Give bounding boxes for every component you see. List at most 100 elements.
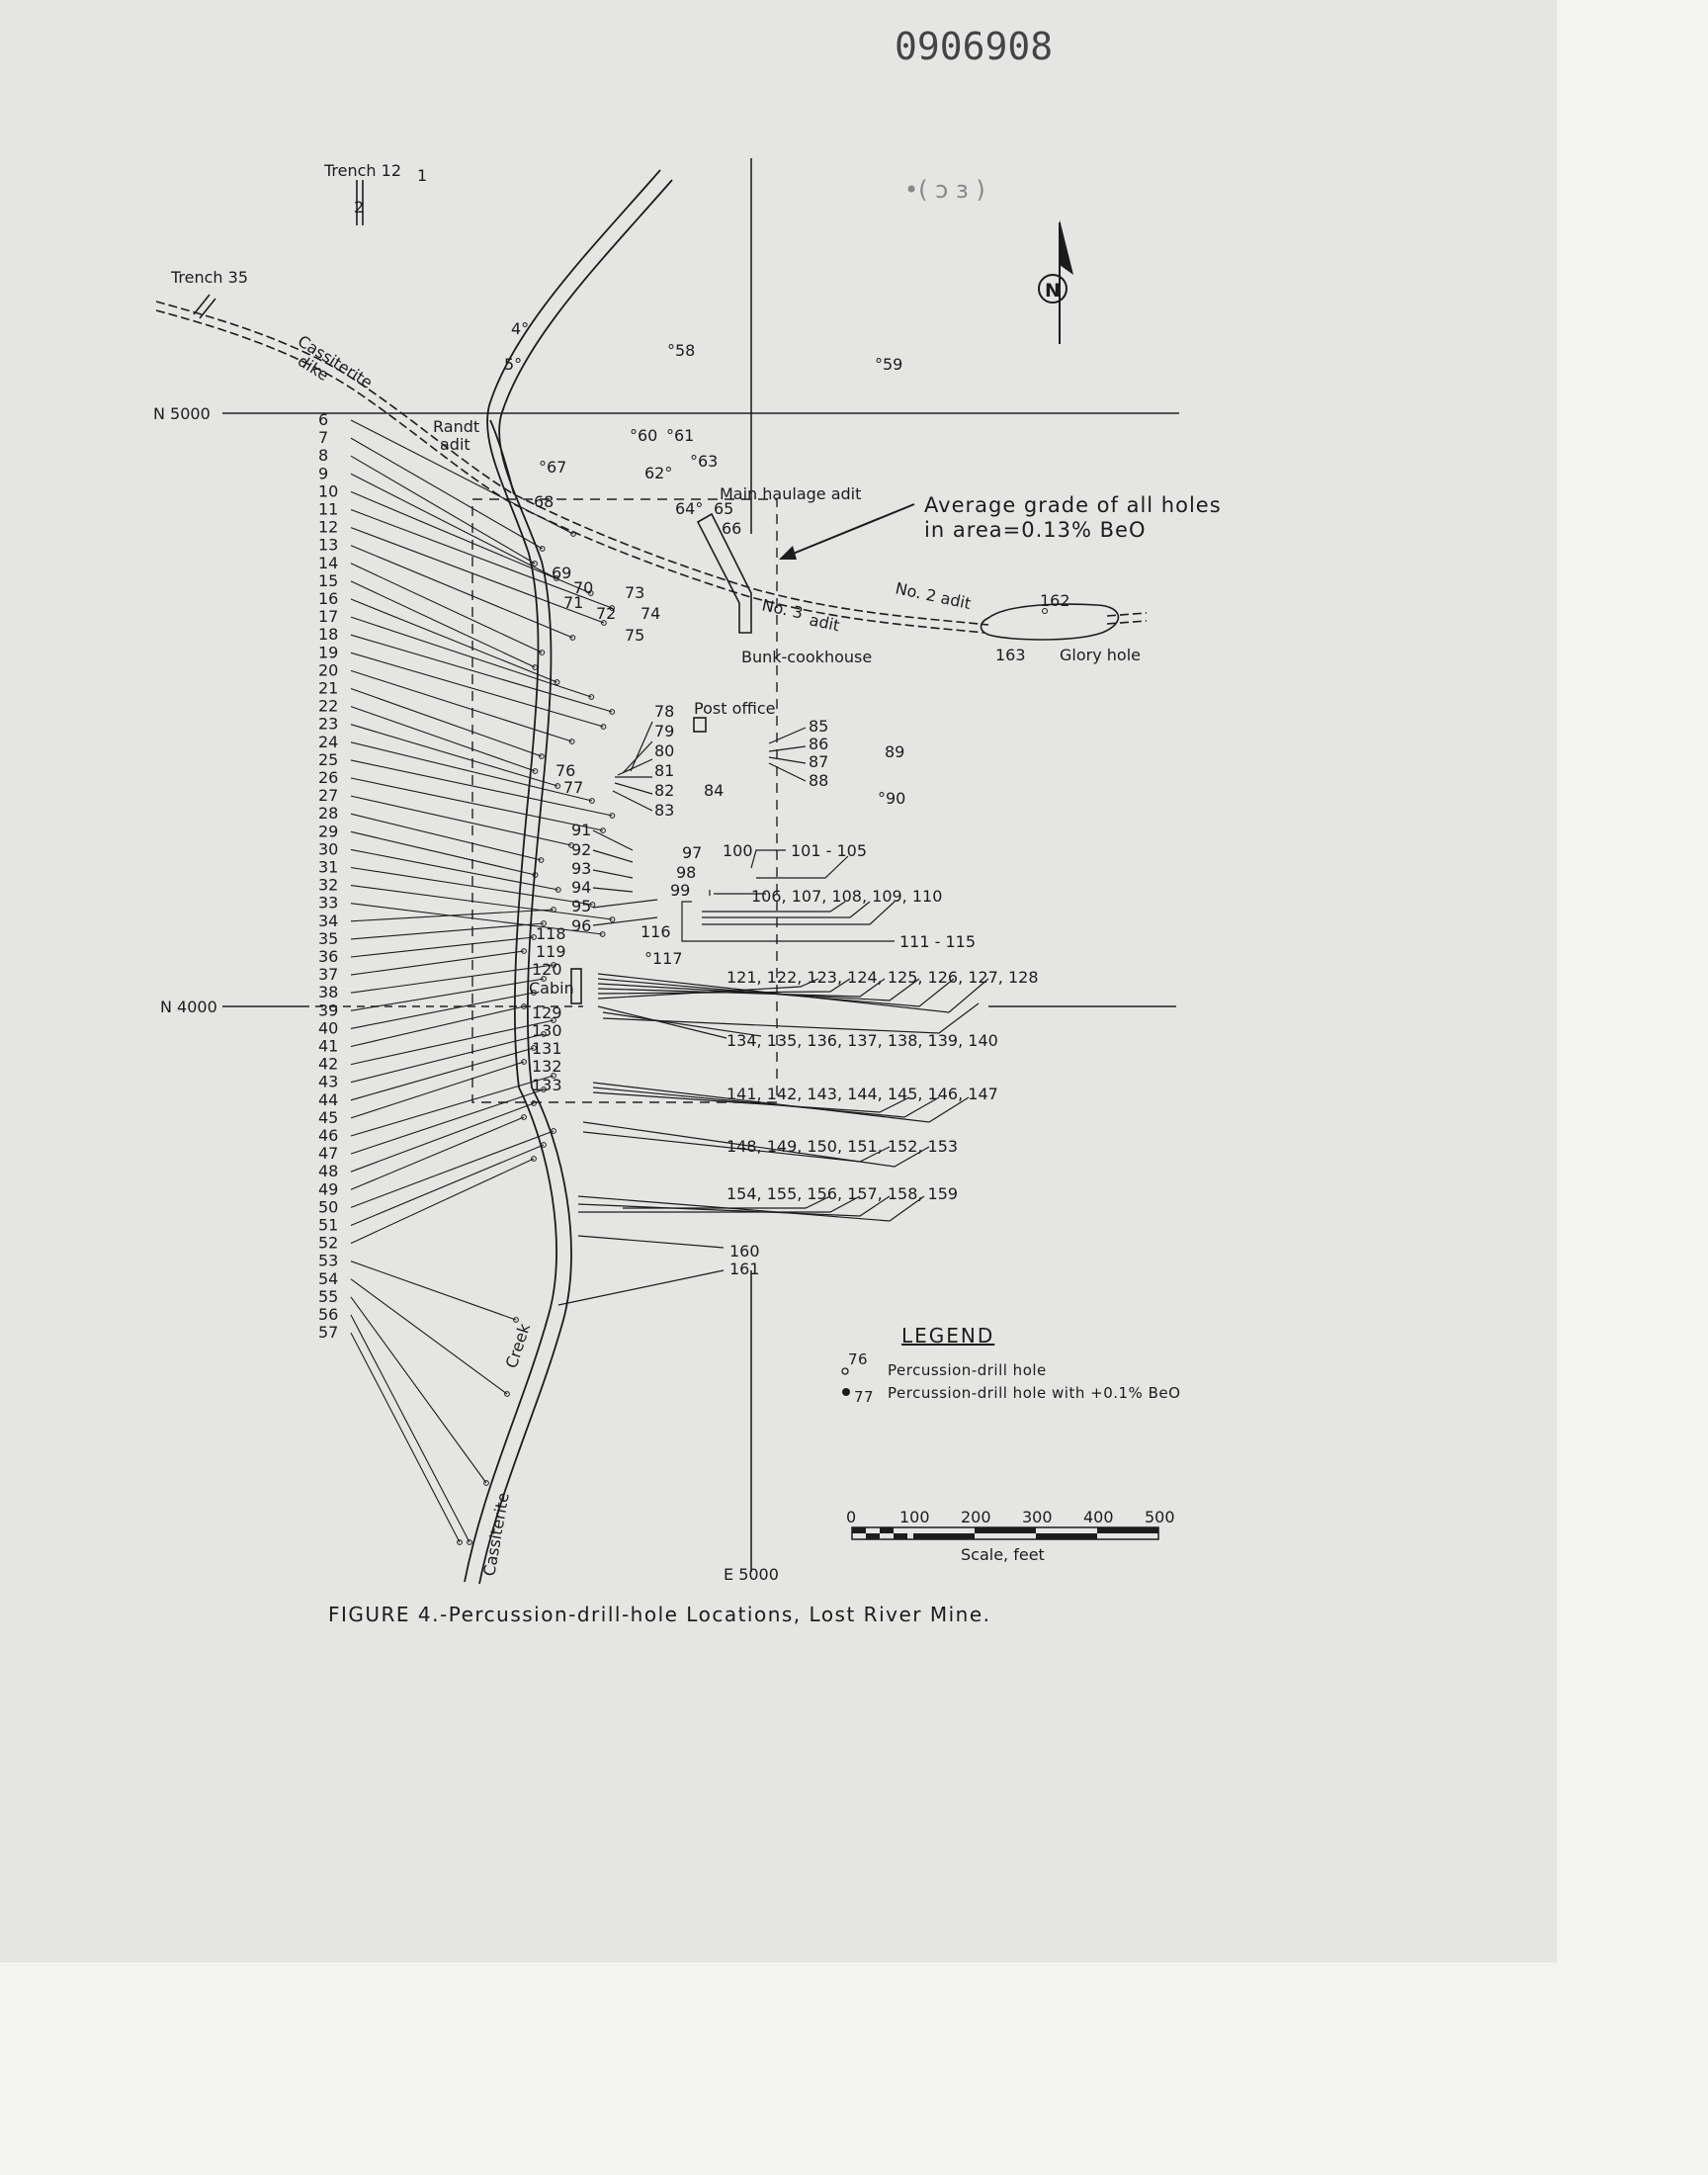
left-hole-label: 22	[318, 697, 338, 716]
hole-label: 87	[809, 752, 828, 771]
drill-hole-marker	[531, 934, 537, 940]
leader-line	[350, 419, 574, 535]
left-hole-label: 27	[318, 786, 338, 805]
bunk-label: Bunk-cookhouse	[741, 648, 872, 666]
leader-line	[350, 759, 613, 817]
hole-label: °59	[875, 355, 902, 374]
interior-leaders	[557, 721, 989, 1306]
hole-label: 133	[532, 1076, 562, 1094]
leader-line	[350, 978, 545, 1011]
hole-label: °67	[539, 458, 566, 477]
drill-hole-marker	[531, 990, 537, 996]
left-hole-label: 44	[318, 1090, 338, 1109]
left-hole-label: 46	[318, 1126, 338, 1145]
trench-35	[193, 294, 216, 319]
hole-label: 100	[723, 841, 753, 860]
group-label-121: 121, 122, 123, 124, 125, 126, 127, 128	[726, 968, 1039, 987]
drill-hole-marker	[568, 739, 575, 744]
left-hole-label: 39	[318, 1000, 338, 1019]
left-hole-label: 36	[318, 947, 338, 966]
left-hole-label: 35	[318, 929, 338, 948]
hole-label: 71	[563, 593, 583, 612]
leader-line	[350, 1158, 535, 1245]
group-label-154: 154, 155, 156, 157, 158, 159	[726, 1184, 958, 1203]
drill-hole-marker	[588, 798, 595, 804]
left-hole-label: 26	[318, 768, 338, 787]
group-label-106: 106, 107, 108, 109, 110	[751, 887, 942, 906]
leader-line	[350, 1116, 525, 1190]
average-grade-area	[471, 498, 778, 1103]
drill-hole-marker	[554, 575, 559, 581]
hole-label: 78	[654, 702, 674, 721]
drill-hole-marker	[609, 916, 616, 922]
drill-hole-marker	[532, 561, 538, 566]
scale-tick-label: 300	[1022, 1508, 1053, 1526]
drill-hole-marker	[601, 620, 607, 626]
hole-label: 116	[640, 922, 671, 941]
left-hole-label: 40	[318, 1018, 338, 1037]
leader-line	[350, 1005, 525, 1048]
avg-grade-arrow	[780, 503, 915, 560]
hole-label: 163	[995, 646, 1026, 664]
randt-adit-label: Randt	[433, 417, 479, 436]
hole-label: 5°	[504, 355, 522, 374]
drill-hole-marker	[588, 694, 595, 700]
randt-adit-label-2: adit	[440, 435, 470, 454]
glory-hole	[980, 603, 1120, 641]
hole-label: 97	[682, 843, 702, 862]
drill-hole-marker	[555, 887, 561, 893]
hole-label: 64°	[675, 499, 703, 518]
avg-grade-line2: in area=0.13% BeO	[924, 518, 1147, 542]
left-hole-label: 50	[318, 1197, 338, 1216]
drill-hole-marker	[538, 857, 545, 863]
left-hole-label: 13	[318, 536, 338, 555]
group-label-161: 161	[729, 1260, 760, 1278]
drill-hole-marker	[532, 872, 539, 878]
hole-label: 62°	[644, 464, 672, 482]
grid-label-n5000: N 5000	[153, 404, 211, 423]
drill-hole-marker	[467, 1539, 472, 1545]
drill-hole-marker	[539, 546, 546, 552]
hole-label: 89	[885, 742, 904, 761]
drill-hole-marker	[532, 664, 539, 670]
hole-label: 81	[654, 761, 674, 780]
hole-marker	[1042, 608, 1048, 614]
left-hole-label: 52	[318, 1234, 338, 1253]
hole-label: 79	[654, 722, 674, 740]
scale-bar	[851, 1526, 1159, 1540]
grid-label-n4000: N 4000	[160, 998, 217, 1016]
scale-label: Scale, feet	[961, 1545, 1045, 1564]
left-hole-label: 10	[318, 481, 338, 500]
drill-hole-marker	[589, 902, 596, 908]
post-office-label: Post office	[694, 699, 775, 718]
drill-hole-marker	[531, 1045, 537, 1051]
leader-line	[350, 795, 572, 846]
hole-label: 129	[532, 1003, 562, 1022]
left-hole-label: 15	[318, 571, 338, 590]
left-hole-label: 18	[318, 625, 338, 644]
leader-line	[350, 473, 557, 579]
hole-label: 65	[714, 499, 733, 518]
leader-line	[350, 437, 543, 550]
hole-label: °117	[644, 949, 683, 968]
leader-line	[350, 634, 613, 713]
hole-label: 99	[670, 881, 690, 900]
map-sheet: 0906908 •( ↄ ɜ ) N 5000 N 4000 E 5000 Cr…	[0, 0, 1557, 1962]
leader-line	[350, 903, 603, 935]
hole-label: 69	[552, 564, 571, 582]
hole-label: 95	[571, 897, 591, 915]
drill-hole-marker	[541, 1031, 547, 1037]
hole-label: 68	[534, 492, 554, 511]
left-hole-label: 49	[318, 1179, 338, 1198]
hole-label: 85	[809, 717, 828, 736]
hole-label: 74	[640, 604, 660, 623]
bunk-cookhouse-building	[696, 512, 752, 634]
drill-hole-marker	[541, 920, 547, 926]
drill-hole-marker	[609, 813, 616, 819]
drill-hole-marker	[531, 1100, 537, 1106]
leader-line	[350, 848, 558, 891]
drill-hole-marker	[600, 827, 606, 833]
left-hole-label: 42	[318, 1055, 338, 1074]
left-hole-label: 32	[318, 876, 338, 895]
